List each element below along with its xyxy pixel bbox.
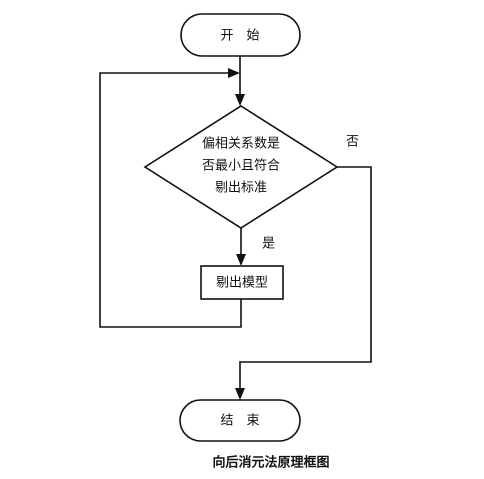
arrowhead [235, 94, 245, 106]
process-node-label: 剔出模型 [216, 276, 268, 291]
figure-caption: 向后消元法原理框图 [212, 455, 329, 471]
connector-loop-back [99, 68, 242, 328]
start-node: 开 始 [180, 13, 301, 57]
decision-line-2: 否最小且符合 [202, 158, 280, 174]
yes-label: 是 [262, 237, 275, 252]
connector-yes: 是 [236, 228, 275, 266]
process-node-shape [200, 265, 284, 300]
decision-node: 偏相关系数是 否最小且符合 剔出标准 [143, 105, 339, 229]
connector-no: 否 [235, 135, 372, 400]
decision-line-1: 偏相关系数是 [202, 137, 280, 152]
no-label: 否 [346, 135, 359, 150]
end-node: 结 束 [179, 399, 301, 442]
arrowhead [235, 388, 245, 400]
start-node-label: 开 始 [220, 29, 259, 44]
decision-line-3: 剔出标准 [215, 181, 267, 196]
connector-line [239, 166, 372, 391]
connector-line [99, 72, 242, 328]
connector-start-to-decision [235, 56, 245, 106]
arrowhead [228, 68, 240, 78]
process-node: 剔出模型 [200, 265, 284, 300]
arrowhead [236, 254, 246, 266]
end-node-label: 结 束 [220, 414, 259, 429]
